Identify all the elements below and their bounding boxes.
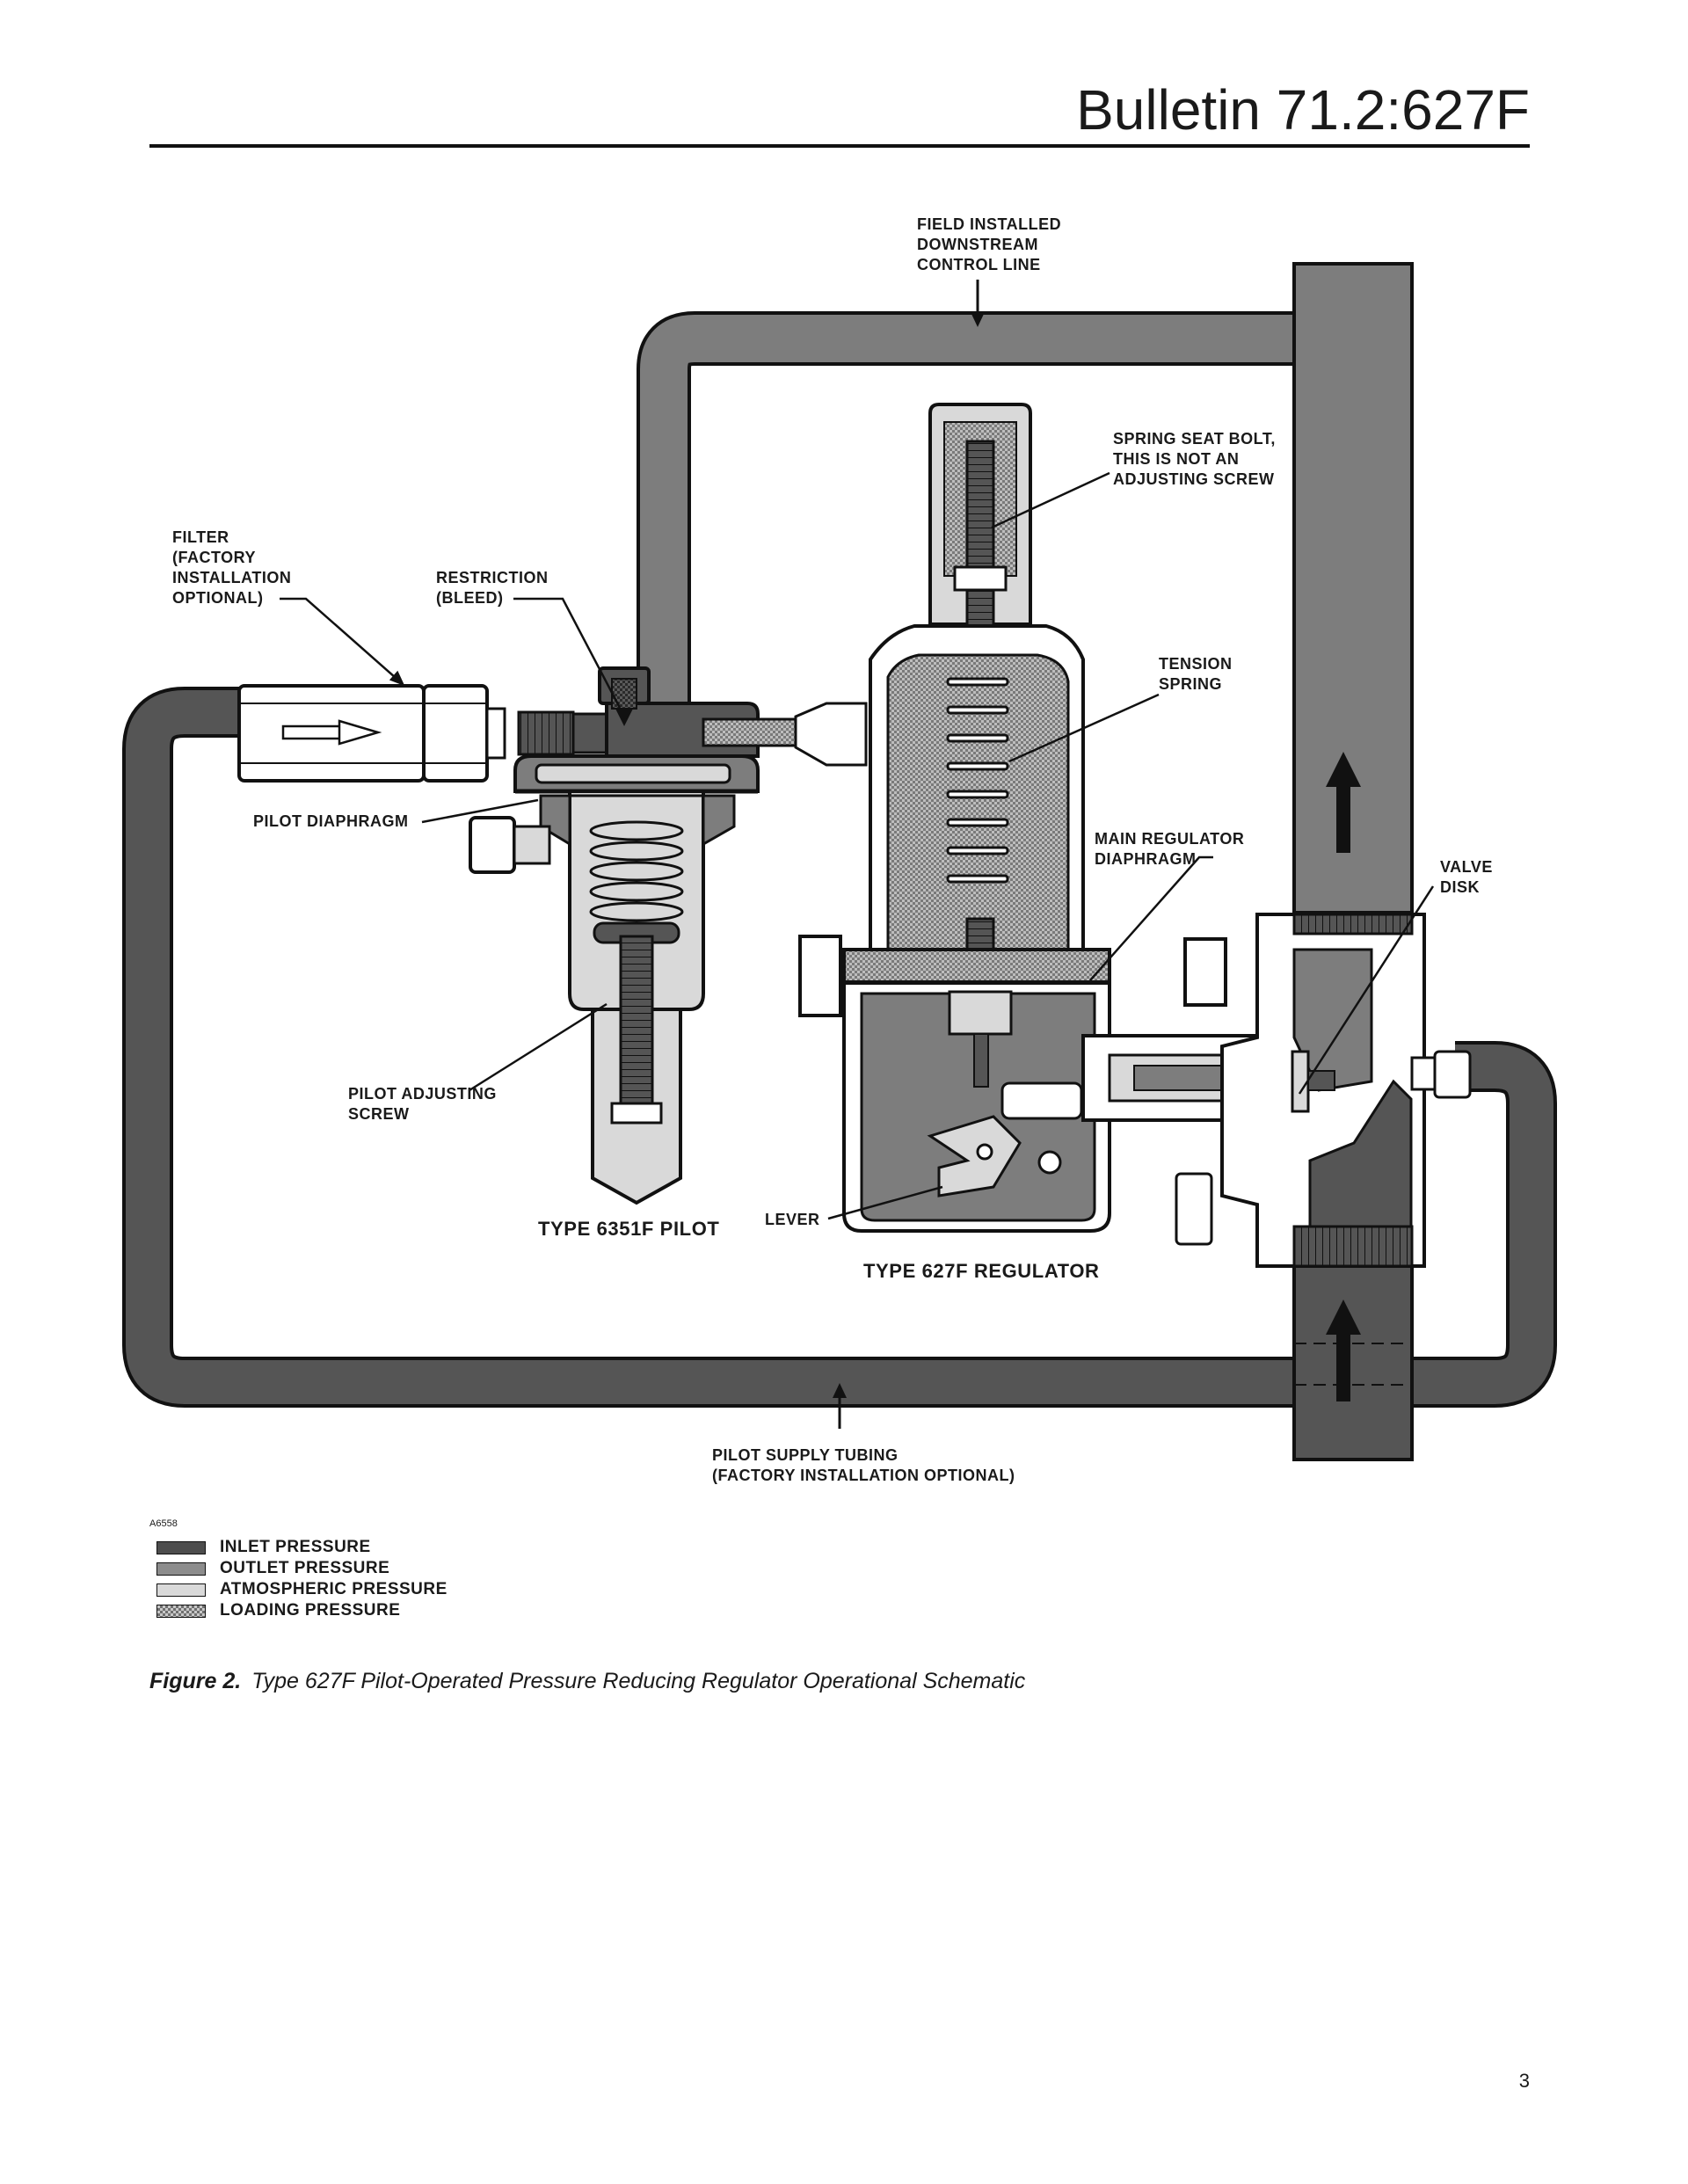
- page-title: Bulletin 71.2:627F: [1076, 78, 1530, 142]
- legend-swatch-outlet: [156, 1562, 206, 1576]
- label-spring-seat-bolt: SPRING SEAT BOLT, THIS IS NOT AN ADJUSTI…: [1113, 430, 1276, 488]
- control-line-arrow: [971, 280, 985, 327]
- label-valve-disk: VALVE DISK: [1440, 858, 1493, 896]
- label-field-installed-control-line: FIELD INSTALLED DOWNSTREAM CONTROL LINE: [917, 215, 1062, 273]
- label-lever: LEVER: [765, 1211, 820, 1228]
- tension-spring: [946, 677, 1009, 884]
- label-type-6351f-pilot: TYPE 6351F PILOT: [538, 1218, 720, 1240]
- pilot-adjusting-screw: [619, 935, 654, 1105]
- legend-item-atmospheric: ATMOSPHERIC PRESSURE: [156, 1579, 447, 1600]
- legend-item-loading: LOADING PRESSURE: [156, 1600, 447, 1621]
- lever: [927, 1081, 1083, 1198]
- label-pilot-adjusting-screw: PILOT ADJUSTING SCREW: [348, 1085, 497, 1123]
- outlet-pipe: [1292, 262, 1414, 914]
- label-main-regulator-diaphragm: MAIN REGULATOR DIAPHRAGM: [1095, 830, 1245, 868]
- valve-disk: [1291, 1050, 1335, 1113]
- label-type-627f-regulator: TYPE 627F REGULATOR: [863, 1260, 1100, 1282]
- pilot-spring: [589, 820, 684, 922]
- header-rule: [149, 144, 1530, 148]
- legend-label: INLET PRESSURE: [220, 1538, 371, 1556]
- type-6351f-pilot: [469, 666, 802, 1205]
- legend-swatch-loading: [156, 1604, 206, 1618]
- filter: [237, 684, 575, 783]
- inlet-flow-arrow: [1326, 1299, 1361, 1401]
- supply-tubing-arrow: [833, 1383, 847, 1429]
- label-tension-spring: TENSION SPRING: [1159, 655, 1233, 693]
- type-627f-regulator: [798, 403, 1472, 1268]
- legend-label: OUTLET PRESSURE: [220, 1559, 390, 1577]
- legend-item-inlet: INLET PRESSURE: [156, 1537, 447, 1558]
- leader-lines: [280, 471, 1435, 1220]
- legend-swatch-inlet: [156, 1540, 206, 1554]
- label-filter: FILTER (FACTORY INSTALLATION OPTIONAL): [172, 528, 292, 607]
- pilot-supply-tubing: [122, 687, 1557, 1408]
- legend-label: ATMOSPHERIC PRESSURE: [220, 1580, 447, 1598]
- legend-item-outlet: OUTLET PRESSURE: [156, 1558, 447, 1579]
- legend-label: LOADING PRESSURE: [220, 1601, 401, 1620]
- drawing-code: A6558: [149, 1518, 178, 1529]
- outlet-flow-arrow: [1326, 752, 1361, 853]
- label-pilot-diaphragm: PILOT DIAPHRAGM: [253, 812, 409, 830]
- spring-seat-bolt: [965, 440, 995, 654]
- label-restriction: RESTRICTION (BLEED): [436, 569, 549, 607]
- figure-number: Figure 2.: [149, 1669, 242, 1693]
- label-pilot-supply-tubing: PILOT SUPPLY TUBING (FACTORY INSTALLATIO…: [712, 1446, 1015, 1484]
- figure-caption: Figure 2. Type 627F Pilot-Operated Pressu…: [149, 1669, 1025, 1694]
- downstream-control-line: [637, 311, 1322, 708]
- pressure-legend: INLET PRESSURE OUTLET PRESSURE ATMOSPHER…: [156, 1537, 447, 1621]
- page-number: 3: [1518, 2070, 1530, 2092]
- filter-flow-arrow-icon: [281, 719, 382, 746]
- figure-caption-text: Type 627F Pilot-Operated Pressure Reduci…: [251, 1669, 1026, 1693]
- legend-swatch-atmospheric: [156, 1583, 206, 1597]
- inlet-pipe: [1292, 1242, 1414, 1461]
